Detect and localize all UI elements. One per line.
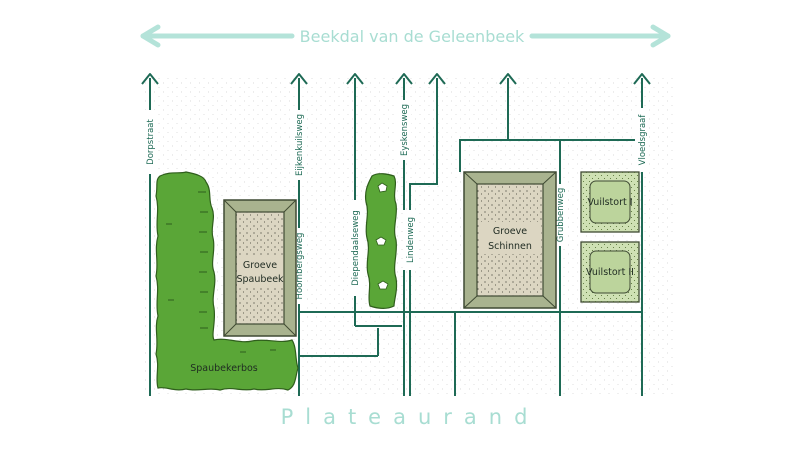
groeve-schinnen-label-2: Schinnen [488,241,532,252]
groeve-spaubeek-label-2: Spaubeek [236,274,284,285]
diagram-title: Beekdal van de Geleenbeek [300,27,525,46]
road-label-lindenweg: Lindenweg [406,217,416,263]
forest-hatches [166,191,276,353]
title-arrow [140,24,671,48]
road-label-diependaalseweg: Diependaalseweg [351,210,361,286]
plateaurand-label: Plateaurand [281,405,540,429]
spaubekerbos-forest [155,171,299,391]
road-arrowheads [141,73,651,85]
road-label-grubbenweg: Grubbenweg [556,188,566,242]
road-label-vloedsgraaf: Vloedsgraaf [638,114,648,166]
vuilstort-2 [580,241,640,303]
groeve-spaubeek-label-1: Groeve [243,260,277,271]
forest-clearings [375,182,389,290]
road-label-eyskensweg: Eyskensweg [400,104,410,156]
groeve-schinnen-label-1: Groeve [493,226,527,237]
vuilstort-1-label: Vuilstort I [587,197,632,208]
vuilstort-2-label: Vuilstort II [586,267,634,278]
road-label-hoornbergsweg: Hoornbergsweg [295,233,305,300]
vuilstort-1 [580,171,640,233]
road-label-dorpstraat: Dorpstraat [146,119,156,165]
spaubekerbos-label: Spaubekerbos [190,363,258,374]
road-label-eijkenkuilsweg: Eijkenkuilsweg [295,114,305,176]
